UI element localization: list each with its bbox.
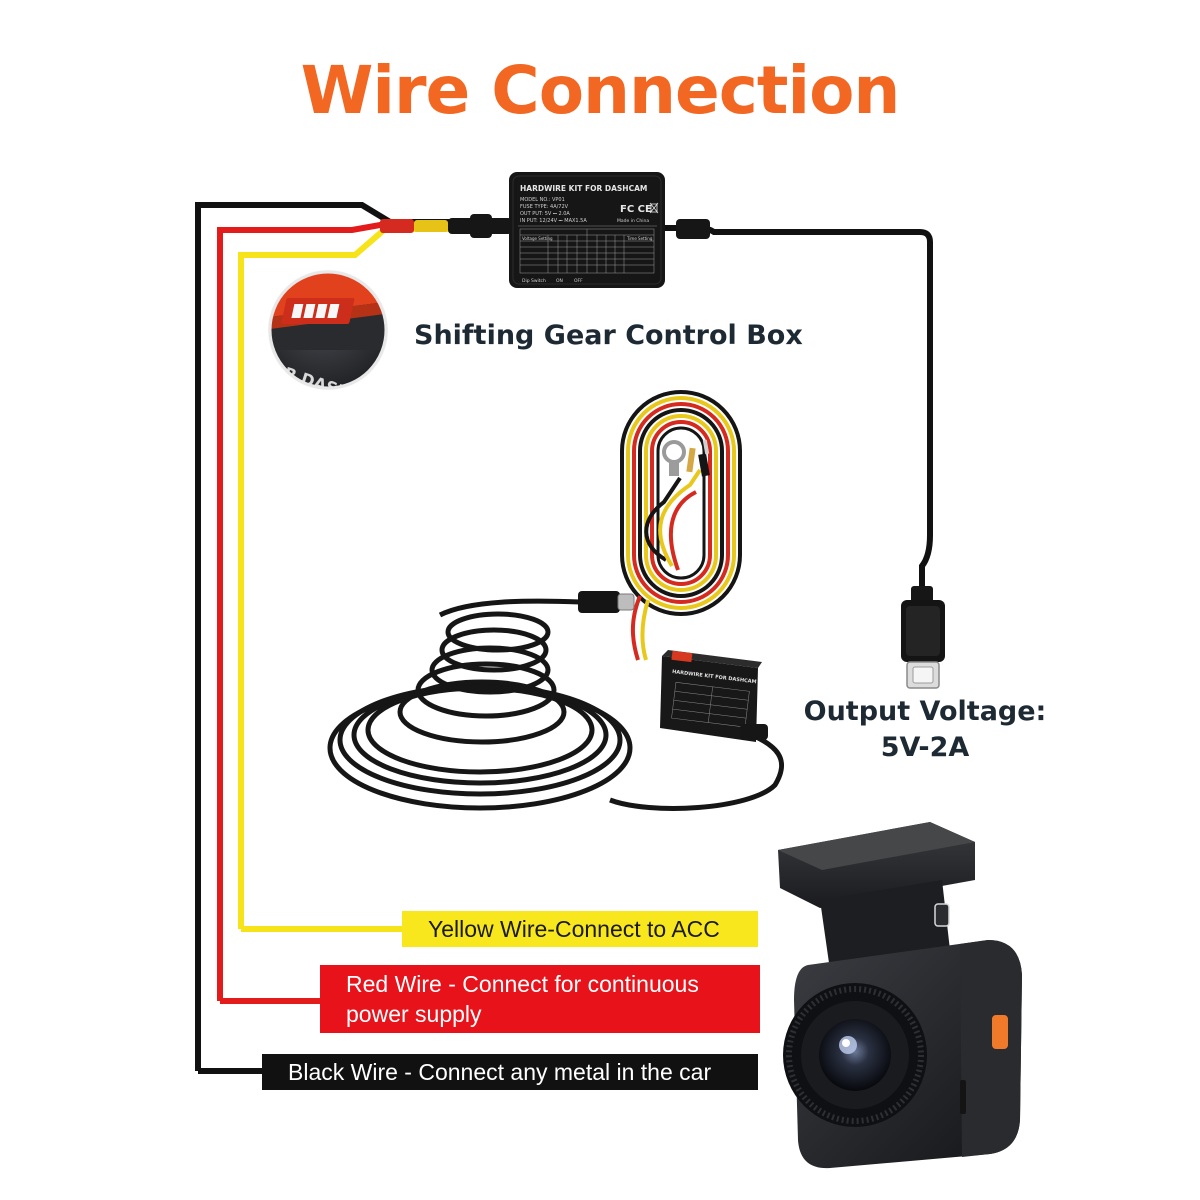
box-model: MODEL NO.: VP01 bbox=[520, 197, 565, 203]
output-voltage-line1: Output Voltage: bbox=[803, 696, 1047, 727]
wire-junction-sleeve bbox=[380, 214, 512, 238]
voltage-setting-label: Voltage Setting bbox=[522, 236, 553, 241]
box-output: OUT PUT: 5V ⎓ 2.0A bbox=[520, 211, 570, 217]
yellow-wire-text: Yellow Wire-Connect to ACC bbox=[428, 915, 720, 942]
box-origin: Made in China bbox=[617, 218, 649, 224]
off-label: OFF bbox=[574, 278, 583, 284]
dash-cam bbox=[778, 822, 1022, 1169]
dip-switch-icon bbox=[281, 298, 355, 324]
output-voltage-label: Output Voltage: 5V-2A bbox=[800, 694, 1050, 766]
settings-table bbox=[519, 228, 655, 274]
red-wire-line2: power supply bbox=[346, 1001, 482, 1027]
camera-lens-icon bbox=[783, 983, 927, 1127]
hardwire-kit-product: HARDWIRE KIT FOR DASHCAM bbox=[327, 390, 785, 811]
black-wire-label: Black Wire - Connect any metal in the ca… bbox=[262, 1054, 758, 1090]
red-wire-label: Red Wire - Connect for continuous power … bbox=[320, 965, 760, 1033]
output-voltage-line2: 5V-2A bbox=[880, 732, 970, 763]
weee-icon bbox=[649, 202, 659, 214]
dip-switch-inset: R DASH bbox=[268, 270, 388, 390]
red-wire-line1: Red Wire - Connect for continuous bbox=[346, 971, 699, 997]
box-fuse: FUSE TYPE: 4A/72V bbox=[520, 204, 569, 210]
dip-switch-label: Dip Switch bbox=[522, 278, 546, 284]
camera-button bbox=[992, 1015, 1008, 1049]
black-wire-text: Black Wire - Connect any metal in the ca… bbox=[288, 1058, 712, 1085]
output-wire bbox=[660, 219, 933, 590]
time-setting-label: Time Setting bbox=[626, 236, 653, 241]
box-input: IN PUT: 12/24V ⎓ MAX1.5A bbox=[520, 218, 587, 224]
red-wire-text: Red Wire - Connect for continuous power … bbox=[346, 969, 699, 1029]
on-label: ON bbox=[556, 278, 563, 284]
box-heading: HARDWIRE KIT FOR DASHCAM bbox=[520, 184, 647, 193]
yellow-wire-label: Yellow Wire-Connect to ACC bbox=[402, 911, 758, 947]
control-box-label: Shifting Gear Control Box bbox=[414, 320, 803, 351]
control-box-top: HARDWIRE KIT FOR DASHCAM MODEL NO.: VP01… bbox=[509, 172, 665, 288]
fcc-ce-icon: FC CE bbox=[620, 204, 652, 215]
usb-c-connector-icon bbox=[901, 586, 945, 689]
control-box-small: HARDWIRE KIT FOR DASHCAM bbox=[660, 650, 768, 742]
page-title: Wire Connection bbox=[300, 52, 901, 129]
